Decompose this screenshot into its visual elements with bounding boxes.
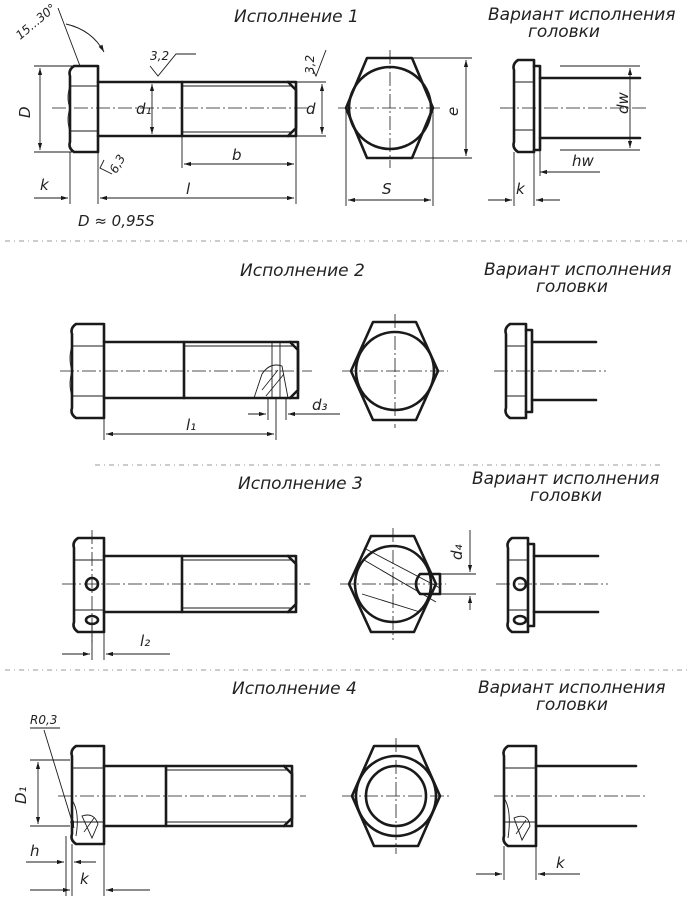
svg-text:k: k — [556, 854, 566, 872]
hex-end-view-1: e S — [338, 50, 472, 206]
svg-text:d₃: d₃ — [312, 396, 328, 414]
variant-title-3: Вариант исполнения — [472, 469, 660, 489]
svg-text:h: h — [30, 842, 40, 860]
variant-title-1: Вариант исполнения — [488, 5, 676, 25]
svg-text:R0,3: R0,3 — [30, 713, 57, 727]
bolt-side-view-2 — [60, 322, 312, 420]
variant-title-2: Вариант исполнения — [484, 260, 672, 280]
title-ispolnenie-4: Исполнение 4 — [232, 679, 357, 699]
svg-text:d: d — [306, 100, 316, 118]
dimensions-3: l₂ — [62, 626, 170, 660]
head-variant-view-2 — [494, 322, 606, 420]
svg-text:D ≈ 0,95S: D ≈ 0,95S — [78, 212, 155, 230]
svg-text:l: l — [186, 180, 191, 198]
head-variant-view-3 — [496, 536, 608, 634]
svg-text:D: D — [16, 106, 34, 118]
dimensions-2: l₁ d₃ — [103, 396, 340, 440]
svg-text:dw: dw — [614, 91, 632, 114]
svg-text:d₄: d₄ — [448, 544, 466, 560]
hex-end-view-4 — [342, 738, 450, 854]
head-variant-view-1: dw hw k — [488, 58, 648, 206]
title-ispolnenie-3: Исполнение 3 — [238, 474, 363, 494]
dimensions-1: D d₁ d b l k 15...30° 3,2 3,2 6,3 D ≈ 0,… — [13, 1, 327, 230]
bolt-side-view-3 — [62, 530, 310, 642]
svg-text:l₂: l₂ — [140, 632, 150, 650]
svg-text:k: k — [40, 176, 50, 194]
svg-text:S: S — [382, 180, 392, 198]
svg-text:6,3: 6,3 — [107, 152, 129, 176]
hex-end-view-2 — [342, 314, 448, 428]
svg-text:e: e — [444, 107, 462, 116]
title-ispolnenie-2: Исполнение 2 — [240, 261, 365, 281]
variant-title-4: Вариант исполнения — [478, 678, 666, 698]
svg-text:3,2: 3,2 — [150, 49, 169, 63]
bolt-side-view-1 — [52, 64, 310, 154]
svg-text:k: k — [80, 870, 90, 888]
dimensions-4: R0,3 D₁ h k — [12, 713, 150, 896]
title-ispolnenie-1: Исполнение 1 — [234, 7, 359, 27]
svg-text:l₁: l₁ — [186, 416, 196, 434]
head-variant-view-4: k — [476, 744, 648, 880]
variant-title-3b: головки — [530, 486, 602, 506]
svg-text:d₁: d₁ — [136, 100, 152, 118]
svg-text:D₁: D₁ — [12, 786, 30, 804]
svg-text:b: b — [232, 146, 242, 164]
variant-title-2b: головки — [536, 277, 608, 297]
variant-title-4b: головки — [536, 695, 608, 715]
hex-end-view-3: d₄ — [340, 528, 476, 640]
bolt-side-view-4 — [58, 744, 306, 846]
svg-text:k: k — [516, 180, 526, 198]
svg-text:15...30°: 15...30° — [13, 1, 59, 43]
variant-title-1b: головки — [528, 22, 600, 42]
svg-text:hw: hw — [572, 152, 595, 170]
svg-text:3,2: 3,2 — [303, 55, 317, 74]
